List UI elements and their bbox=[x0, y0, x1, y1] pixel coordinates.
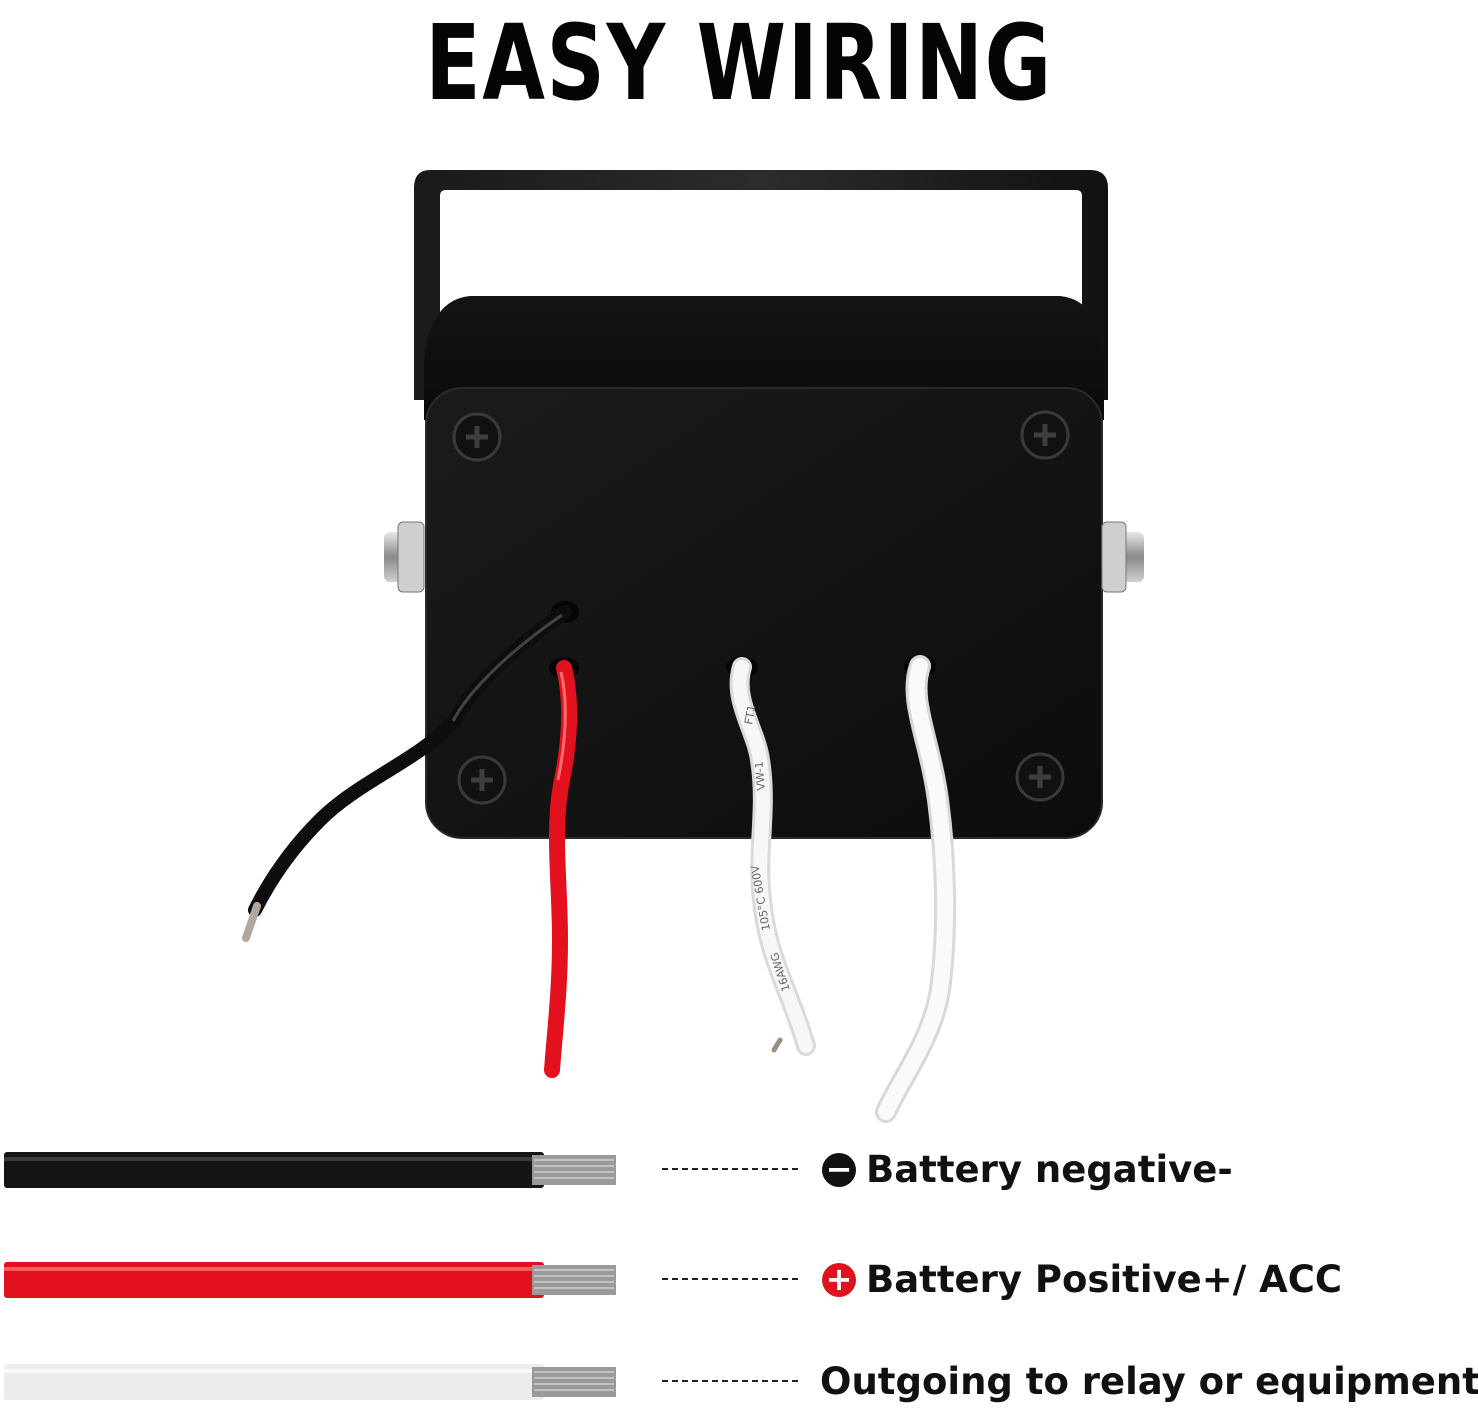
legend-label: Outgoing to relay or equipments bbox=[820, 1360, 1478, 1403]
legend-label: Battery negative- bbox=[866, 1148, 1233, 1191]
minus-circle-icon: − bbox=[822, 1153, 856, 1187]
red-wire-icon bbox=[4, 1262, 616, 1298]
screw-icon bbox=[1020, 410, 1070, 460]
screw-icon bbox=[1015, 752, 1065, 802]
page-title: EASY WIRING bbox=[425, 2, 1053, 124]
legend-row-positive: + Battery Positive+/ ACC bbox=[0, 1250, 1478, 1310]
red-wire bbox=[544, 660, 578, 1078]
dashed-connector bbox=[662, 1278, 798, 1280]
white-wire-icon bbox=[4, 1364, 616, 1400]
screw-icon bbox=[457, 755, 507, 805]
bolt-icon bbox=[1101, 521, 1144, 593]
legend-label: Battery Positive+/ ACC bbox=[866, 1258, 1343, 1301]
screw-icon bbox=[452, 412, 502, 462]
dashed-connector bbox=[662, 1380, 798, 1382]
dashed-connector bbox=[662, 1168, 798, 1170]
wire-print-text: VW-1 bbox=[753, 761, 768, 791]
bolt-icon bbox=[384, 521, 425, 593]
black-wire-icon bbox=[4, 1152, 616, 1188]
black-wire bbox=[242, 605, 572, 942]
plus-circle-icon: + bbox=[822, 1263, 856, 1297]
legend-row-outgoing: Outgoing to relay or equipments bbox=[0, 1352, 1478, 1412]
white-wire-printed: 105°C 600V VW-1 16AWG FT1 bbox=[729, 657, 816, 1056]
legend-row-negative: − Battery negative- bbox=[0, 1140, 1478, 1200]
wire-print-text: FT1 bbox=[742, 704, 758, 726]
device-photo: 105°C 600V VW-1 16AWG FT1 bbox=[242, 170, 1144, 1123]
white-wire-plain bbox=[875, 655, 957, 1123]
